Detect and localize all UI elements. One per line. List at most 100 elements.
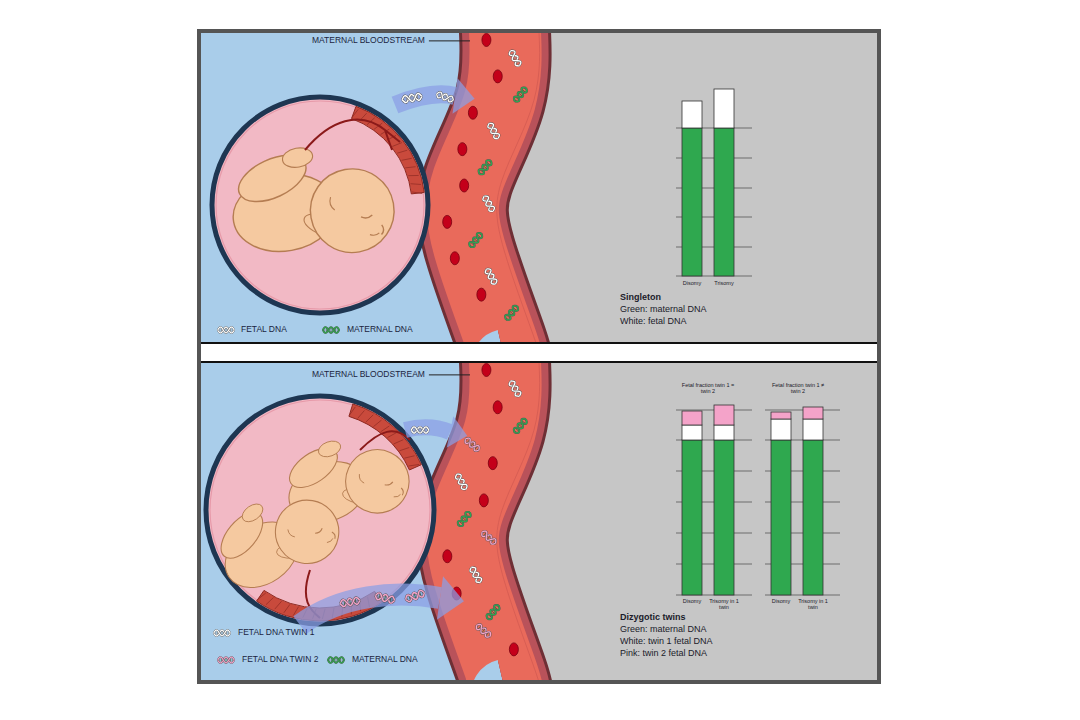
dna-icon	[484, 267, 498, 285]
transfer-arrow	[300, 576, 467, 625]
fetus	[223, 131, 401, 272]
axis-label: Disomy	[761, 598, 801, 604]
fetus	[202, 468, 352, 609]
red-blood-cell	[488, 457, 497, 470]
dna-icon	[402, 93, 423, 104]
dna-icon	[477, 159, 493, 177]
caption-text: Singleton	[620, 292, 661, 302]
bar-segment	[714, 405, 734, 425]
axis-label: Trisomy in 1 twin	[793, 598, 833, 611]
grid-line	[765, 410, 840, 411]
bar-segment	[803, 440, 823, 595]
divider-band	[200, 343, 878, 362]
red-blood-cell	[493, 70, 502, 83]
dna-icon	[504, 304, 520, 322]
bar-segment	[682, 101, 702, 128]
panel-art	[200, 362, 878, 680]
dna-icon	[468, 231, 484, 249]
dna-icon	[482, 194, 496, 212]
axis-label: Disomy	[672, 280, 712, 286]
caption-text: White: twin 1 fetal DNA	[620, 636, 713, 646]
dna-icon	[508, 379, 522, 397]
umbilical-cord	[305, 120, 400, 150]
dna-icon	[475, 623, 493, 639]
uterus-ground	[200, 32, 507, 343]
dna-icon	[436, 91, 455, 103]
red-blood-cell	[458, 143, 467, 156]
red-blood-cell	[477, 288, 486, 301]
panel-art	[200, 32, 878, 343]
caption-text: MATERNAL BLOODSTREAM	[312, 36, 425, 46]
dna-icon	[486, 122, 500, 140]
dna-icon	[340, 597, 361, 608]
caption-text: Pink: twin 2 fetal DNA	[620, 648, 707, 658]
dna-icon	[214, 630, 231, 636]
axis-label: Trisomy in 1 twin	[704, 598, 744, 611]
frame-border	[199, 31, 879, 682]
caption-text: MATERNAL BLOODSTREAM	[312, 370, 425, 380]
caption-text: Green: maternal DNA	[620, 304, 707, 314]
dna-icon	[512, 86, 528, 104]
red-blood-cell	[482, 34, 491, 47]
dna-icon	[463, 436, 481, 452]
bar-segment	[803, 407, 823, 419]
caption-text: White: fetal DNA	[620, 316, 687, 326]
red-blood-cell	[482, 364, 491, 377]
dna-icon	[411, 427, 429, 433]
womb	[212, 97, 428, 313]
dna-icon	[469, 566, 483, 584]
red-blood-cell	[460, 179, 469, 192]
bar-segment	[714, 440, 734, 595]
bar-segment	[714, 128, 734, 276]
dna-icon	[512, 417, 528, 435]
dna-icon	[480, 530, 498, 546]
legend-text: FETAL DNA	[241, 325, 287, 335]
dna-icon	[323, 327, 340, 333]
uterus-ground	[200, 362, 507, 680]
bar-segment	[682, 128, 702, 276]
dna-icon	[375, 592, 396, 604]
red-blood-cell	[493, 401, 502, 414]
dna-icon	[218, 327, 235, 333]
bar-segment	[771, 412, 791, 419]
bar-segment	[803, 419, 823, 440]
bar-segment	[771, 440, 791, 595]
legend-text: FETAL DNA TWIN 2	[242, 655, 318, 665]
axis-label: Fetal fraction twin 1 ≠ twin 2	[770, 382, 826, 395]
bar-segment	[714, 425, 734, 440]
axis-label: Fetal fraction twin 1 = twin 2	[680, 382, 736, 395]
axis-label: Trisomy	[704, 280, 744, 286]
vessel-wall	[463, 32, 508, 343]
legend-text: MATERNAL DNA	[352, 655, 418, 665]
vessel-wall	[463, 362, 508, 680]
bar-segment	[714, 89, 734, 128]
bar-segment	[771, 419, 791, 440]
red-blood-cell	[443, 215, 452, 228]
legend-text: MATERNAL DNA	[347, 325, 413, 335]
caption-text: Green: maternal DNA	[620, 624, 707, 634]
dna-icon	[218, 657, 235, 663]
legend-text: FETAL DNA TWIN 1	[238, 628, 314, 638]
dna-icon	[404, 589, 425, 603]
bar-segment	[682, 411, 702, 425]
leader-line	[429, 374, 470, 375]
bar-segment	[682, 440, 702, 595]
red-blood-cell	[450, 252, 459, 265]
dna-icon	[508, 49, 522, 67]
dna-icon	[454, 473, 468, 491]
leader-line	[429, 40, 470, 41]
red-blood-cell	[509, 643, 518, 656]
red-blood-cell	[468, 106, 477, 119]
dna-icon	[485, 603, 501, 621]
dna-icon	[456, 510, 472, 528]
red-blood-cell	[479, 494, 488, 507]
transfer-arrow	[395, 78, 477, 116]
axis-label: Disomy	[672, 598, 712, 604]
dna-icon	[328, 657, 345, 663]
red-blood-cell	[443, 550, 452, 563]
bar-segment	[682, 425, 702, 440]
transfer-arrow	[405, 416, 471, 451]
caption-text: Dizygotic twins	[620, 612, 686, 622]
